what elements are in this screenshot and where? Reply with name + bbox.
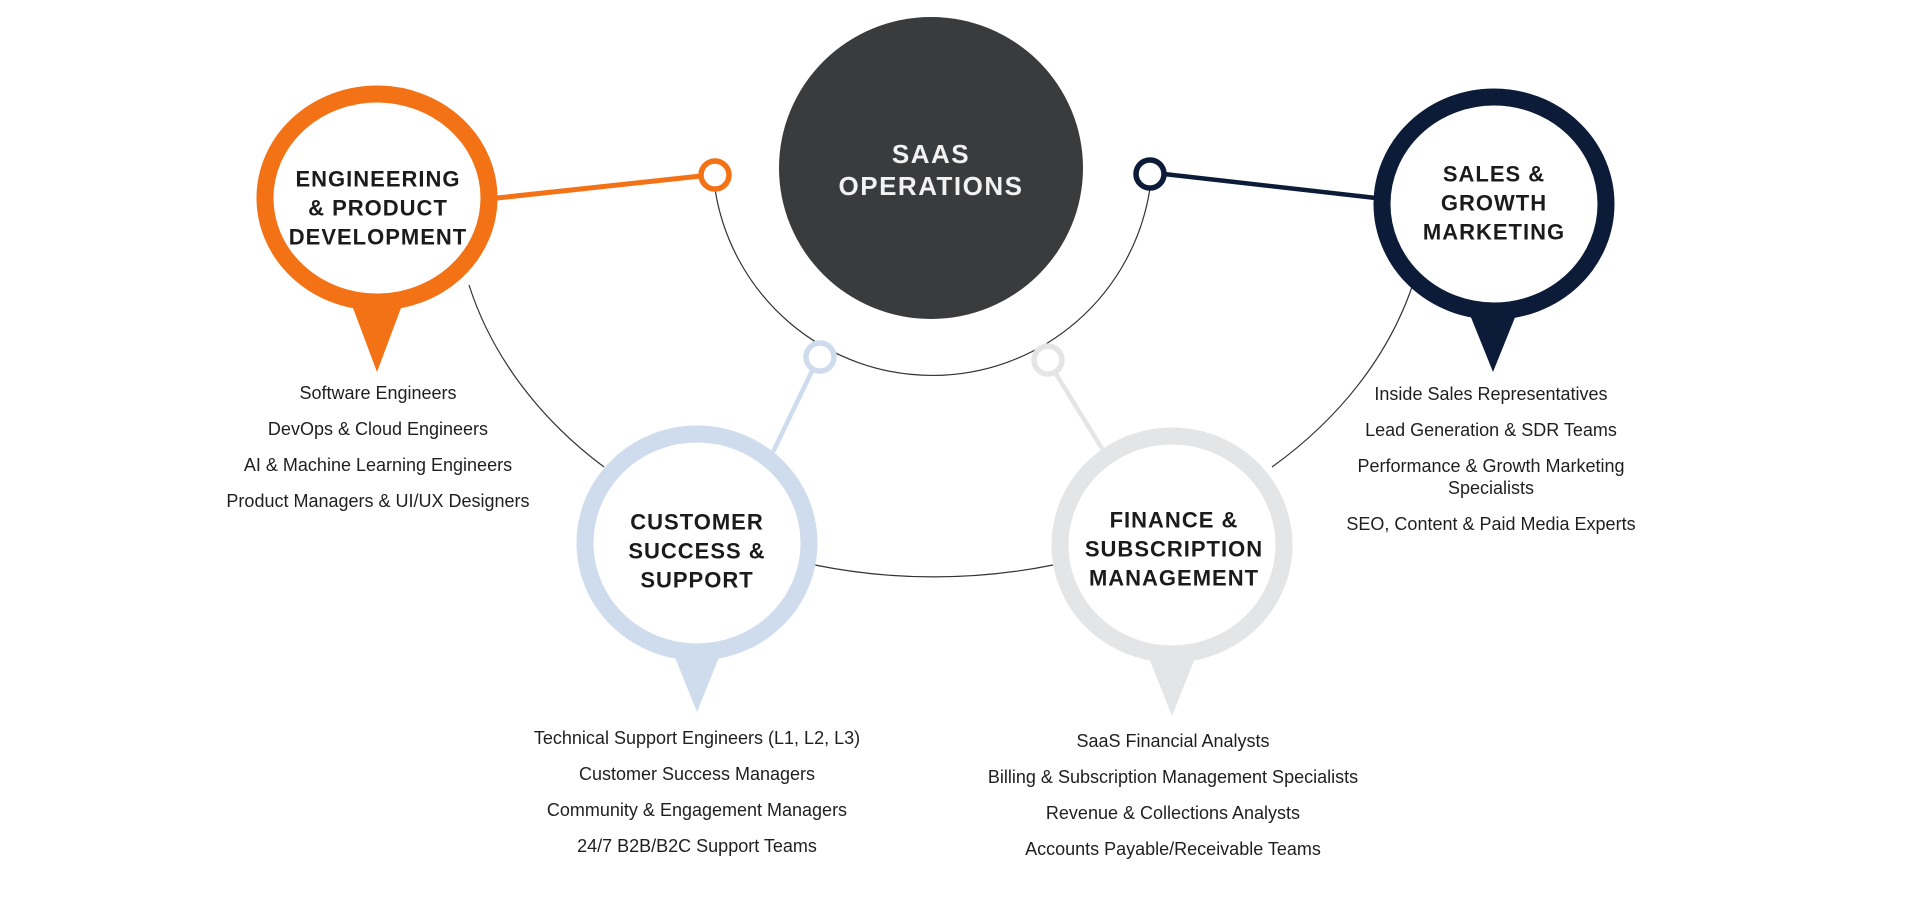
finance-role-list: SaaS Financial Analysts Billing & Subscr…: [988, 730, 1358, 874]
list-item: SEO, Content & Paid Media Experts: [1346, 514, 1636, 534]
center-circle: [779, 17, 1083, 319]
list-item: Customer Success Managers: [578, 764, 816, 784]
customer-title: CUSTOMER SUCCESS & SUPPORT: [628, 508, 765, 595]
customer-title-line: CUSTOMER: [630, 509, 764, 535]
sales-node-ring: [1133, 157, 1167, 191]
customer-title-line: SUPPORT: [640, 567, 754, 593]
finance-title: FINANCE & SUBSCRIPTION MANAGEMENT: [1085, 506, 1263, 593]
inner-connector-arc: [714, 187, 1151, 376]
finance-connector-line: [1054, 372, 1108, 457]
sales-role-list: Inside Sales Representatives Lead Genera…: [1331, 383, 1651, 549]
sales-pin: [1373, 88, 1615, 372]
outer-connector-arc: [1271, 283, 1414, 468]
engineering-pin: [256, 85, 498, 372]
outer-connector-arc: [814, 564, 1054, 578]
list-item: SaaS Financial Analysts: [1076, 731, 1270, 751]
customer-title-line: SUCCESS &: [628, 538, 766, 564]
engineering-connector-line: [496, 173, 702, 201]
finance-title-line: FINANCE &: [1109, 507, 1239, 533]
finance-title-line: MANAGEMENT: [1088, 565, 1260, 591]
customer-connector-line: [770, 370, 815, 453]
list-item: Revenue & Collections Analysts: [1045, 803, 1301, 823]
engineering-title-line: & PRODUCT: [308, 195, 448, 221]
sales-title-line: SALES &: [1442, 161, 1546, 187]
engineering-role-list: Software Engineers DevOps & Cloud Engine…: [226, 382, 529, 526]
finance-pin: [1051, 427, 1293, 716]
sales-connector-line: [1163, 171, 1377, 201]
list-item: 24/7 B2B/B2C Support Teams: [577, 836, 817, 856]
sales-title: SALES & GROWTH MARKETING: [1423, 160, 1565, 247]
engineering-title-line: DEVELOPMENT: [288, 224, 468, 250]
sales-title-line: GROWTH: [1440, 190, 1548, 216]
list-item: Lead Generation & SDR Teams: [1365, 420, 1617, 440]
outer-connector-arc: [468, 284, 605, 468]
finance-node-ring: [1031, 343, 1065, 377]
list-item: Billing & Subscription Management Specia…: [987, 767, 1359, 787]
list-item: Inside Sales Representatives: [1374, 384, 1608, 404]
engineering-title-line: ENGINEERING: [295, 166, 461, 192]
list-item: Performance & Growth Marketing Specialis…: [1357, 456, 1625, 498]
list-item: Community & Engagement Managers: [546, 800, 848, 820]
list-item: Product Managers & UI/UX Designers: [226, 491, 530, 511]
list-item: Software Engineers: [299, 383, 457, 403]
list-item: DevOps & Cloud Engineers: [267, 419, 489, 439]
center-title-line: OPERATIONS: [838, 171, 1024, 201]
customer-role-list: Technical Support Engineers (L1, L2, L3)…: [534, 727, 860, 871]
customer-node-ring: [803, 340, 837, 374]
center-title-line: SAAS: [891, 139, 971, 169]
list-item: Accounts Payable/Receivable Teams: [1025, 839, 1321, 859]
list-item: AI & Machine Learning Engineers: [243, 455, 513, 475]
sales-title-line: MARKETING: [1422, 219, 1566, 245]
list-item: Technical Support Engineers (L1, L2, L3): [533, 728, 861, 748]
customer-pin: [576, 425, 818, 712]
finance-title-line: SUBSCRIPTION: [1084, 536, 1264, 562]
engineering-node-ring: [698, 158, 732, 192]
center-title: SAAS OPERATIONS: [839, 138, 1024, 202]
engineering-title: ENGINEERING & PRODUCT DEVELOPMENT: [289, 165, 467, 252]
